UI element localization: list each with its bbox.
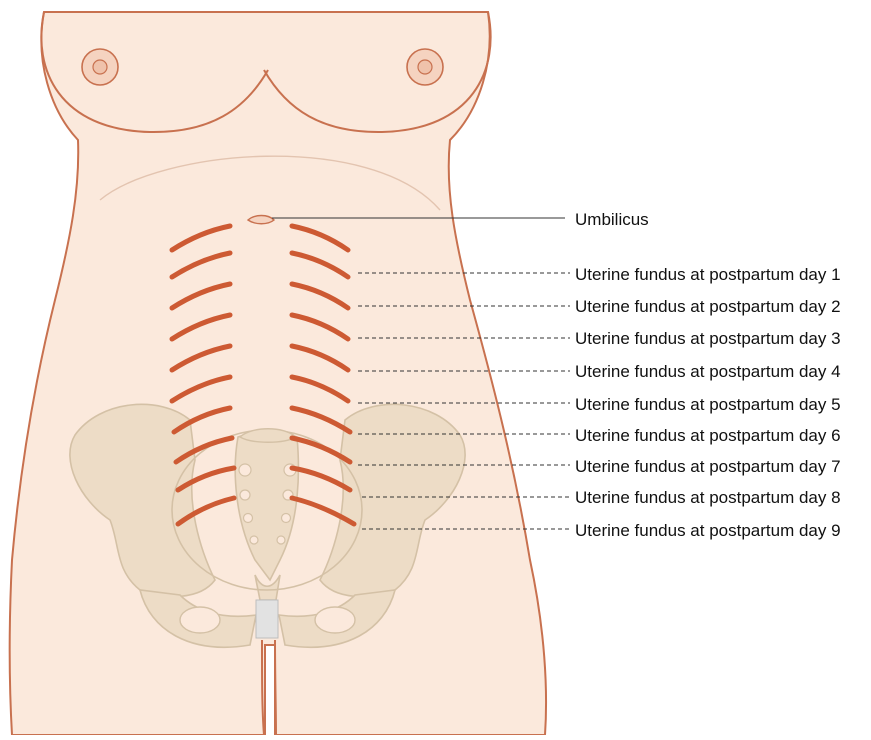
left-obturator-foramen: [180, 607, 220, 633]
umbilicus-mark: [248, 216, 274, 224]
fundus-day-8-label: Uterine fundus at postpartum day 8: [575, 488, 841, 508]
left-nipple: [93, 60, 107, 74]
pubic-symphysis: [256, 600, 278, 638]
umbilicus-label: Umbilicus: [575, 210, 649, 230]
fundus-day-1-label: Uterine fundus at postpartum day 1: [575, 265, 841, 285]
right-obturator-foramen: [315, 607, 355, 633]
fundus-day-9-label: Uterine fundus at postpartum day 9: [575, 521, 841, 541]
fundus-day-6-label: Uterine fundus at postpartum day 6: [575, 426, 841, 446]
right-inner-thigh: [275, 640, 276, 735]
fundus-day-7-label: Uterine fundus at postpartum day 7: [575, 457, 841, 477]
fundus-day-5-label: Uterine fundus at postpartum day 5: [575, 395, 841, 415]
right-nipple: [418, 60, 432, 74]
fundus-day-3-label: Uterine fundus at postpartum day 3: [575, 329, 841, 349]
fundus-day-2-label: Uterine fundus at postpartum day 2: [575, 297, 841, 317]
fundus-day-4-label: Uterine fundus at postpartum day 4: [575, 362, 841, 382]
